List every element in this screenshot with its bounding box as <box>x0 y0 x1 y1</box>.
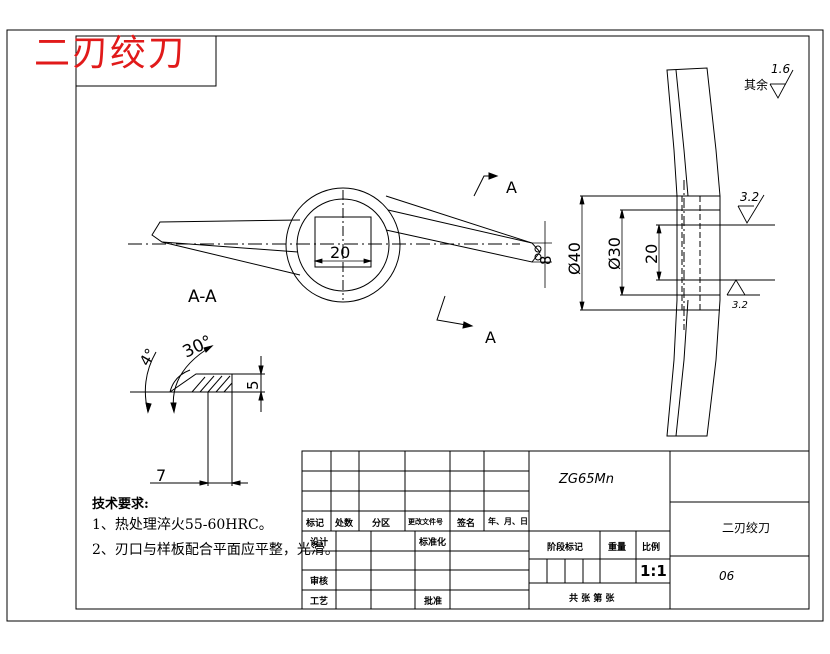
tb-standardize: 标准化 <box>419 538 447 548</box>
surface-note: 其余 <box>744 78 769 92</box>
section-arrow-top <box>473 172 499 197</box>
section-letter-top: A <box>506 178 517 197</box>
right-blade <box>385 195 541 263</box>
dim-end-hole: 8 <box>537 255 555 265</box>
roughness-symbols <box>726 69 794 296</box>
tb-header-date: 年、月、日 <box>488 517 528 526</box>
tb-review: 审核 <box>310 577 329 587</box>
tech-heading: 技术要求: <box>92 497 149 512</box>
title-box <box>75 35 217 87</box>
title-block-grid <box>301 450 810 610</box>
roughness-bottom: 3.2 <box>732 300 748 311</box>
tb-header-mark: 标记 <box>306 519 325 529</box>
section-letter-bottom: A <box>485 328 496 347</box>
outer-border <box>6 29 824 622</box>
section-view <box>130 345 265 486</box>
side-view <box>580 67 775 437</box>
tb-header-count: 处数 <box>335 519 354 529</box>
tb-header-zone: 分区 <box>372 519 391 529</box>
tb-drawing-number: 06 <box>719 569 735 583</box>
square-dimension <box>313 258 373 264</box>
side-dimensions <box>579 195 662 311</box>
tb-design: 设计 <box>310 538 329 548</box>
drawing-title: 二刃绞刀 <box>34 33 187 74</box>
tb-stage-mark: 阶段标记 <box>547 543 584 553</box>
dim-thickness: 5 <box>244 380 262 390</box>
dim-dia-outer: Ø40 <box>565 242 584 275</box>
roughness-default-value: 1.6 <box>771 62 790 76</box>
left-blade <box>151 219 301 276</box>
tb-sheets: 共 张 第 张 <box>569 594 615 604</box>
tb-scale-value: 1:1 <box>640 562 667 580</box>
dim-dia-inner: 20 <box>642 244 661 264</box>
dim-angle-small: 4° <box>136 345 160 369</box>
dim-square: 20 <box>330 243 350 262</box>
end-hole-dimension <box>532 221 552 288</box>
hub-outer-circle <box>285 187 401 303</box>
tb-weight: 重量 <box>608 543 627 553</box>
tech-item-2: 2、刃口与样板配合平面应平整，光滑。 <box>92 542 339 558</box>
section-label: A-A <box>188 287 217 307</box>
front-view <box>128 187 542 303</box>
tech-item-1: 1、热处理淬火55-60HRC。 <box>92 517 273 533</box>
section-arrow-bottom <box>436 295 474 329</box>
dim-dia-mid: Ø30 <box>605 237 624 270</box>
tb-part-name: 二刃绞刀 <box>722 521 771 535</box>
tb-scale-label: 比例 <box>642 543 661 553</box>
tb-process: 工艺 <box>310 597 329 607</box>
tb-header-sign: 签名 <box>457 519 476 529</box>
tb-header-change-doc: 更改文件号 <box>408 518 443 526</box>
roughness-top: 3.2 <box>740 190 759 204</box>
dim-blade-width: 7 <box>156 466 166 485</box>
tb-material: ZG65Mn <box>559 472 614 487</box>
dim-angle-large: 30° <box>180 332 216 363</box>
tb-approve: 批准 <box>424 597 443 607</box>
